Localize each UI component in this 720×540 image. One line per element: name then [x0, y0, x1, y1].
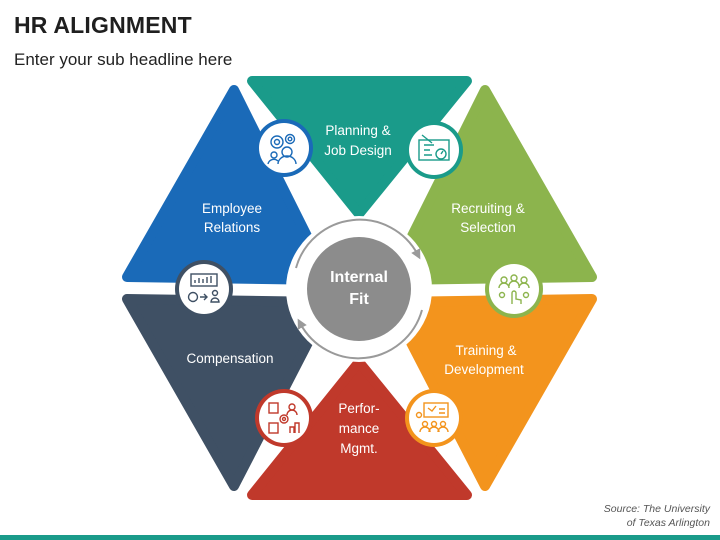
label-employee-line1: Employee: [202, 201, 262, 216]
label-performance-line1: Perfor-: [338, 401, 379, 416]
cycle-arrow-top: [295, 218, 421, 269]
center-label-line2: Fit: [349, 291, 369, 308]
presentation-icon: [405, 389, 463, 447]
source-note: Source: The University of Texas Arlingto…: [604, 502, 710, 530]
source-line2: of Texas Arlington: [626, 517, 710, 529]
bottom-accent-bar: [0, 535, 720, 540]
label-recruiting-line2: Selection: [460, 220, 516, 235]
label-compensation-line1: Compensation: [186, 351, 273, 366]
page-subtitle: Enter your sub headline here: [14, 50, 233, 69]
source-line1: Source: The University: [603, 503, 710, 515]
blueprint-icon: [405, 121, 463, 179]
page-title: HR ALIGNMENT: [14, 12, 192, 38]
salary-icon: [175, 260, 233, 318]
center-label-line1: Internal: [330, 269, 388, 286]
label-performance-line3: Mgmt.: [340, 441, 378, 456]
label-training-line1: Training &: [455, 343, 516, 358]
label-planning-line1: Planning &: [325, 123, 390, 138]
label-performance-line2: mance: [339, 421, 380, 436]
label-training-line2: Development: [444, 362, 524, 377]
people-gears-icon: [255, 119, 313, 177]
cycle-arrow-bottom: [297, 309, 423, 360]
center-circle: [307, 237, 411, 341]
label-planning-line2: Job Design: [324, 143, 392, 158]
label-employee-line2: Relations: [204, 220, 261, 235]
team-select-icon: [485, 260, 543, 318]
label-recruiting-line1: Recruiting &: [451, 201, 525, 216]
performance-icon: [255, 389, 313, 447]
